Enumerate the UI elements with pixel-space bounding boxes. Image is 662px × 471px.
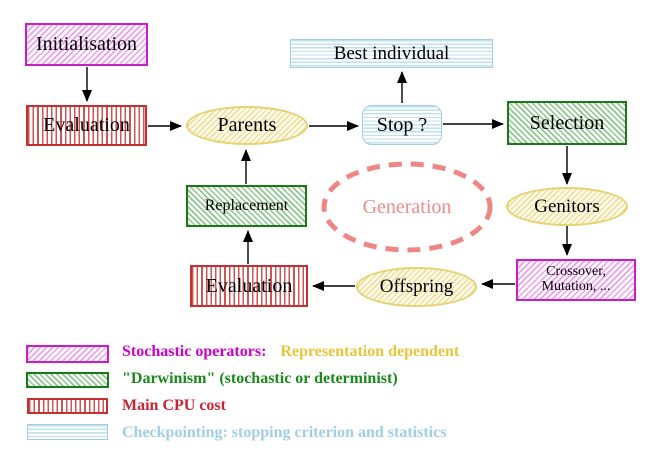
node-evaluation-top: Evaluation [26, 105, 147, 146]
legend-text-representation-dependent: Representation dependent [280, 343, 460, 360]
crossover-line1: Crossover, [546, 264, 606, 280]
node-best-individual: Best individual [290, 39, 493, 68]
legend-label-checkpointing: Checkpointing: stopping criterion and st… [122, 424, 447, 441]
legend-label-darwinism: "Darwinism" (stochastic or determinist) [122, 370, 398, 387]
legend-label-main-cpu-cost: Main CPU cost [122, 397, 226, 414]
legend-text-stochastic-operators: Stochastic operators: [122, 343, 267, 360]
crossover-line2: Mutation, ... [541, 279, 611, 294]
node-offspring: Offspring [356, 267, 477, 307]
node-generation-label: Generation [362, 195, 452, 218]
node-parents: Parents [186, 106, 308, 145]
node-genitors: Genitors [506, 187, 628, 226]
legend-swatch-darwinism [26, 372, 109, 388]
legend-label-stochastic-operators: Stochastic operators: Representation depe… [122, 343, 459, 361]
node-replacement: Replacement [186, 185, 307, 227]
node-initialisation: Initialisation [25, 23, 148, 66]
node-crossover-mutation: Crossover, Mutation, ... [516, 259, 636, 301]
legend-swatch-main-cpu-cost [27, 398, 108, 414]
legend-swatch-stochastic-operators [26, 345, 109, 363]
legend-swatch-checkpointing [27, 424, 108, 440]
node-selection: Selection [507, 101, 627, 145]
node-evaluation-bottom: Evaluation [190, 265, 308, 307]
node-stop: Stop ? [362, 105, 442, 145]
